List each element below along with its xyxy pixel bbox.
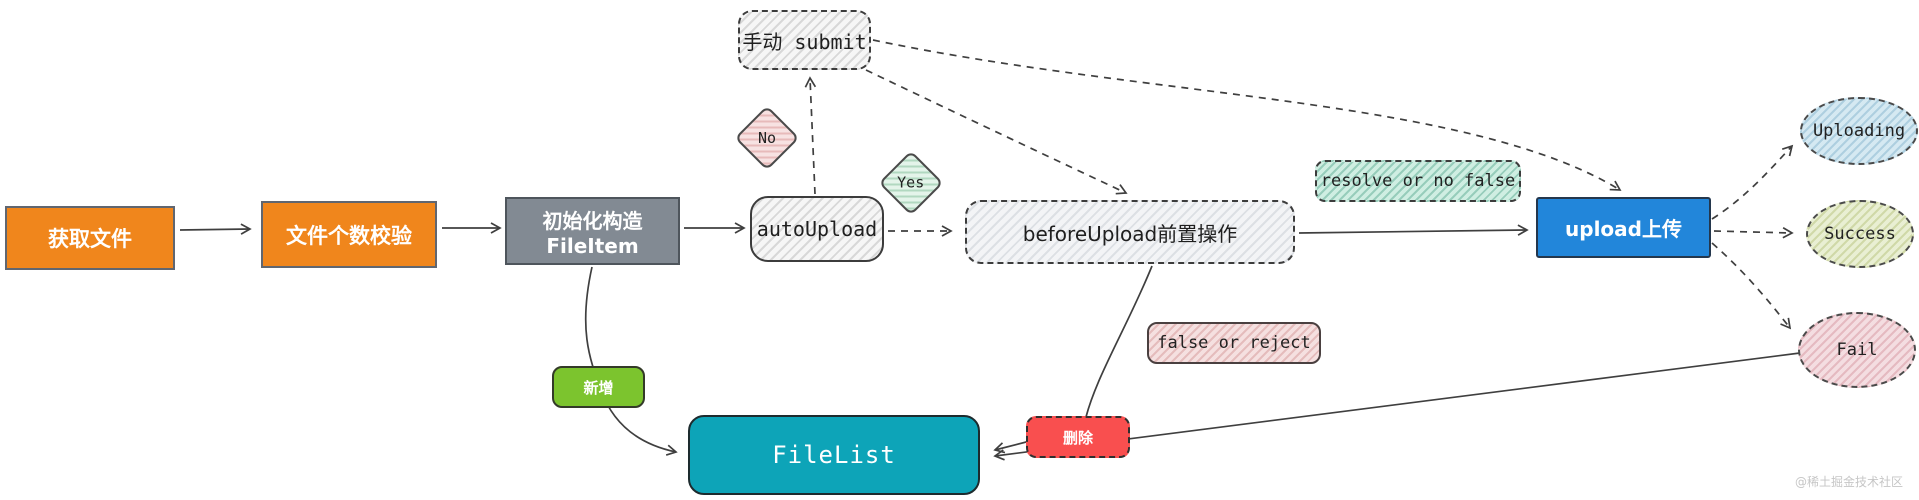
action-remove-label: 删除 [1062, 428, 1093, 447]
node-file-list: FileList [688, 415, 980, 495]
watermark: @稀土掘金技术社区 [1794, 475, 1903, 489]
label-resolve-or-no-false-text: resolve or no false [1320, 171, 1516, 191]
label-false-or-reject: false or reject [1147, 322, 1321, 364]
node-manual-submit: 手动 submit [738, 10, 871, 70]
node-auto-upload-label: autoUpload [756, 217, 878, 241]
state-success: Success [1806, 200, 1914, 268]
action-remove: 删除 [1026, 416, 1130, 458]
node-init-fileitem-label: 初始化构造FileItem [542, 208, 643, 258]
state-uploading: Uploading [1800, 97, 1918, 165]
node-get-file: 获取文件 [5, 206, 175, 270]
node-upload-label: upload上传 [1565, 217, 1682, 241]
arrow-upload-to-uploading [1711, 144, 1794, 220]
arrow-autoupload-to-manualsubmit [804, 76, 817, 195]
node-auto-upload: autoUpload [750, 196, 884, 262]
node-file-count-check: 文件个数校验 [261, 201, 437, 268]
decision-yes-label: Yes [897, 174, 925, 192]
node-manual-submit-label: 手动 submit [742, 29, 867, 54]
label-resolve-or-no-false: resolve or no false [1315, 160, 1521, 202]
arrow-manualsubmit-to-before [865, 69, 1128, 195]
node-before-upload-label: beforeUpload前置操作 [1022, 221, 1238, 246]
state-fail-label: Fail [1836, 340, 1878, 360]
node-get-file-label: 获取文件 [48, 227, 132, 251]
label-false-or-reject-text: false or reject [1157, 333, 1311, 353]
action-add: 新增 [552, 366, 645, 408]
arrow-getfile-to-check [179, 223, 252, 235]
arrow-upload-to-fail [1711, 242, 1792, 330]
action-add-label: 新增 [583, 378, 614, 397]
node-file-list-label: FileList [772, 441, 896, 469]
arrow-manualsubmit-to-upload [872, 39, 1622, 191]
node-before-upload: beforeUpload前置操作 [965, 200, 1295, 264]
arrow-remove-to-filelist [993, 440, 1031, 454]
node-init-fileitem: 初始化构造FileItem [505, 197, 680, 265]
node-upload: upload上传 [1536, 197, 1711, 258]
node-file-count-check-label: 文件个数校验 [286, 223, 412, 248]
decision-no-label: No [757, 129, 777, 147]
line-before-to-remove [1085, 265, 1153, 418]
state-fail: Fail [1798, 312, 1916, 388]
state-uploading-label: Uploading [1812, 121, 1906, 141]
arrow-upload-to-success [1713, 227, 1794, 239]
state-success-label: Success [1824, 224, 1896, 244]
arrow-before-to-upload [1298, 224, 1529, 236]
arrow-init-to-filelist-via-add [584, 266, 678, 456]
